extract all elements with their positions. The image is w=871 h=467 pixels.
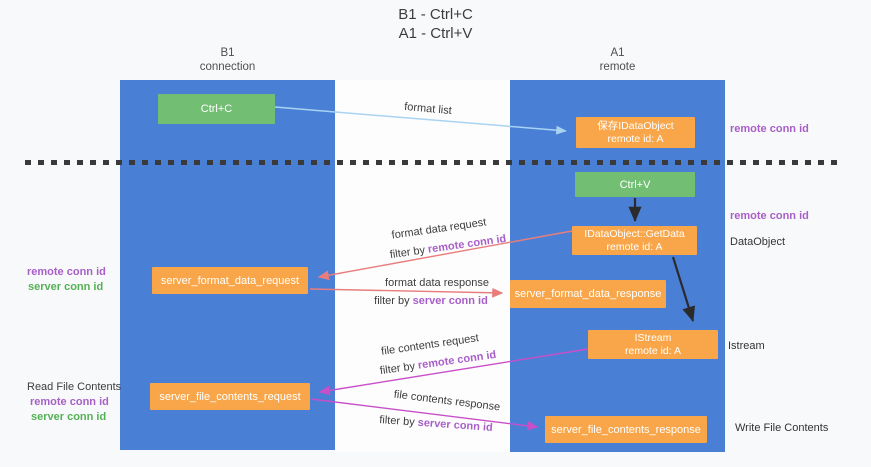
istream-line1: IStream	[634, 331, 672, 344]
save-dataobject-line2: remote id: A	[607, 132, 664, 145]
lane-header-a1: A1 remote	[510, 46, 725, 74]
istream-line2: remote id: A	[624, 344, 682, 357]
node-istream: IStream remote id: A	[588, 330, 718, 359]
read-file-contents-annotation: Read File Contents	[27, 381, 122, 393]
title-line-2: A1 - Ctrl+V	[398, 25, 473, 42]
title-line-1: B1 - Ctrl+C	[398, 6, 473, 23]
node-idataobject-getdata: IDataObject::GetData remote id: A	[572, 226, 697, 255]
lane-a1-name: A1	[610, 47, 625, 59]
remote-conn-id-annotation-top: remote conn id	[730, 123, 809, 135]
node-server-format-data-response: server_format_data_response	[510, 280, 666, 308]
dataobject-annotation: DataObject	[730, 236, 786, 248]
lane-a1-role: remote	[599, 61, 636, 73]
write-file-contents-annotation: Write File Contents	[735, 422, 829, 434]
server-file-contents-request-label: server_file_contents_request	[159, 390, 301, 403]
diagram-title: B1 - Ctrl+C A1 - Ctrl+V	[0, 5, 871, 43]
left-format-remote-conn-id: remote conn id	[27, 266, 106, 278]
node-server-file-contents-response: server_file_contents_response	[545, 416, 707, 443]
node-ctrl-c: Ctrl+C	[158, 94, 275, 124]
getdata-line2: remote id: A	[606, 240, 663, 253]
ctrl-v-label: Ctrl+V	[619, 178, 651, 191]
server-conn-id-text: server conn id	[412, 295, 488, 307]
node-server-file-contents-request: server_file_contents_request	[150, 383, 310, 410]
lane-b1-role: connection	[199, 61, 256, 73]
server-file-contents-response-label: server_file_contents_response	[551, 423, 701, 436]
ctrl-c-label: Ctrl+C	[200, 103, 233, 115]
filter-by-text: filter by	[378, 414, 416, 429]
format-data-response-label: format data response	[385, 277, 489, 289]
left-file-remote-conn-id: remote conn id	[30, 396, 109, 408]
save-dataobject-line1: 保存IDataObject	[597, 119, 674, 132]
left-format-server-conn-id: server conn id	[28, 281, 104, 293]
getdata-line1: IDataObject::GetData	[584, 227, 685, 240]
node-save-dataobject: 保存IDataObject remote id: A	[576, 117, 695, 148]
istream-annotation: Istream	[728, 340, 765, 352]
left-file-server-conn-id: server conn id	[31, 411, 107, 423]
server-format-data-request-label: server_format_data_request	[160, 274, 300, 287]
lane-b1-name: B1	[220, 47, 235, 59]
lane-header-b1: B1 connection	[120, 46, 335, 74]
session-separator-dashed-line	[25, 160, 837, 165]
filter-by-text: filter by	[374, 295, 410, 307]
remote-conn-id-annotation-mid: remote conn id	[730, 210, 809, 222]
node-ctrl-v: Ctrl+V	[575, 172, 695, 197]
node-server-format-data-request: server_format_data_request	[152, 267, 308, 294]
server-format-data-response-label: server_format_data_response	[514, 288, 662, 300]
